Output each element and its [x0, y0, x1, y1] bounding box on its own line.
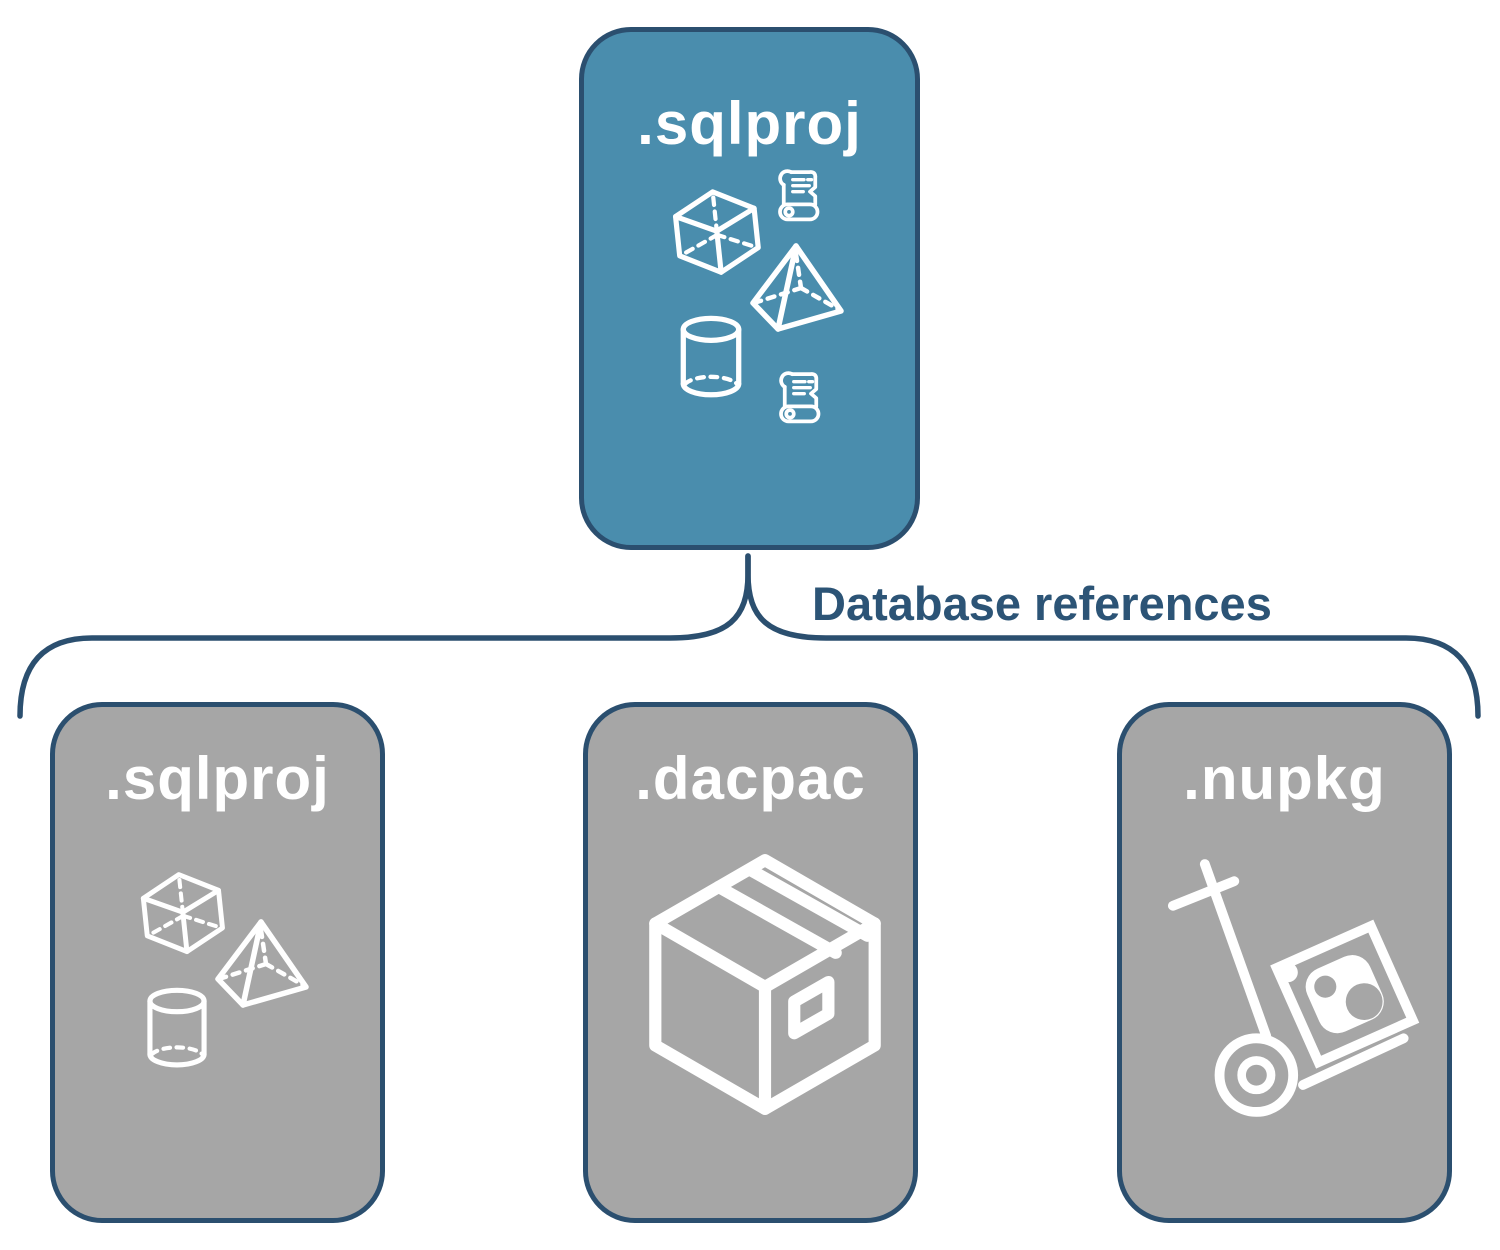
scroll-icon — [768, 163, 828, 227]
cylinder-icon — [676, 315, 746, 401]
scroll-icon — [769, 365, 829, 429]
node-child-nupkg: .nupkg — [1117, 702, 1452, 1223]
package-box-icon — [643, 848, 887, 1121]
hand-truck-nuget-icon — [1168, 859, 1438, 1117]
node-title: .sqlproj — [637, 90, 862, 157]
node-title: .sqlproj — [105, 745, 330, 812]
node-child-dacpac: .dacpac — [583, 702, 918, 1223]
edge-label-database-references: Database references — [812, 577, 1272, 630]
node-title: .nupkg — [1183, 745, 1386, 812]
node-child-sqlproj: .sqlproj — [50, 702, 385, 1223]
node-root-sqlproj: .sqlproj — [579, 27, 920, 550]
pyramid-icon — [213, 917, 313, 1012]
node-title: .dacpac — [635, 745, 866, 812]
pyramid-icon — [748, 241, 848, 336]
cylinder-icon — [143, 987, 211, 1071]
